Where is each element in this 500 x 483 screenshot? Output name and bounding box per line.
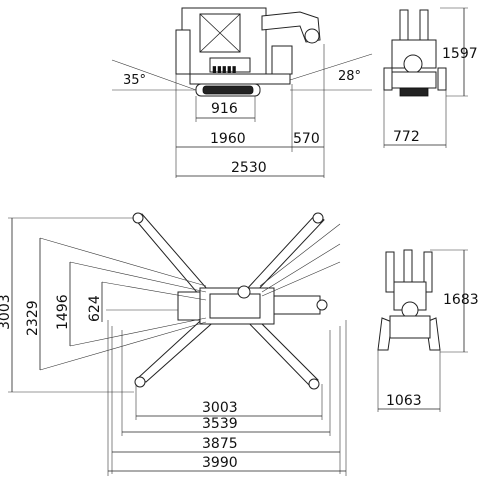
dim-v3003: 3003 — [0, 294, 13, 330]
outrigger-legs — [132, 212, 325, 390]
central-body — [177, 285, 328, 325]
dim-h3875: 3875 — [202, 436, 238, 452]
leader-lines — [39, 223, 341, 371]
angle-right-label: 28° — [338, 69, 361, 84]
dim-1063: 1063 — [386, 393, 422, 409]
crane-body-side-extended — [377, 249, 441, 351]
angle-left-label: 35° — [123, 73, 146, 88]
dim-h3003: 3003 — [202, 400, 238, 416]
side-view-top: 1597 772 — [383, 7, 478, 148]
dim-2530: 2530 — [231, 160, 267, 176]
dim-h3539: 3539 — [202, 416, 238, 432]
dim-1683: 1683 — [443, 292, 479, 308]
side-view-bottom: 1683 1063 — [377, 249, 479, 412]
dim-772: 772 — [393, 129, 420, 145]
dim-v1496: 1496 — [55, 294, 71, 330]
plate-text: ▮▮▮▮▮ — [212, 65, 237, 75]
dim-916: 916 — [211, 101, 238, 117]
outrigger-plan-view: 3003 2329 1496 624 3003 3539 3875 3990 — [0, 212, 347, 476]
dim-570: 570 — [293, 131, 320, 147]
dim-1597: 1597 — [442, 46, 478, 62]
dim-h3990: 3990 — [202, 455, 238, 471]
crane-body-front — [175, 7, 321, 97]
crane-body-side — [383, 9, 447, 97]
dim-1960: 1960 — [210, 131, 246, 147]
dim-v2329: 2329 — [25, 300, 41, 336]
front-view: ▮▮▮▮▮ 35° 28° 916 1960 570 2530 — [111, 7, 373, 178]
dim-v624: 624 — [87, 295, 103, 322]
